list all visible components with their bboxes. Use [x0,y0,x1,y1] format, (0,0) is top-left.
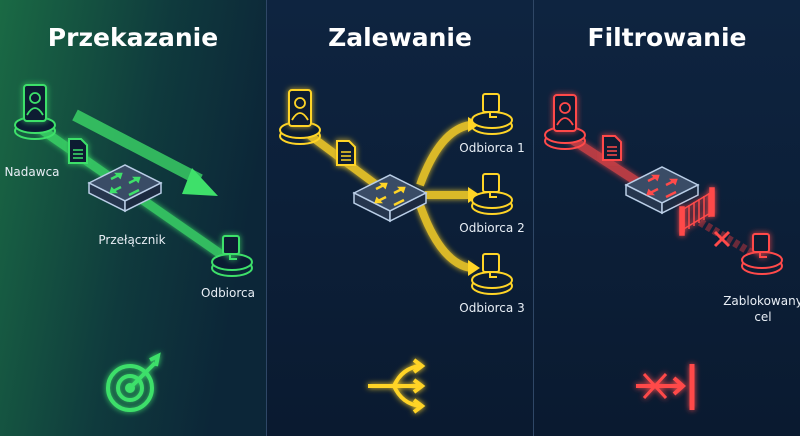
label-receiver-3: Odbiorca 3 [459,301,524,315]
split-arrow-icon [368,358,426,414]
panel-forwarding: Przekazanie Nadawca Przełącznik Odbiorca [4,23,255,412]
label-receiver-2: Odbiorca 2 [459,221,524,235]
blocked-x-icon [713,230,731,248]
document-icon [336,140,356,166]
blocked-link [697,218,758,259]
blocked-arrow-icon [636,364,695,410]
document-icon [602,135,622,161]
panel-title: Zalewanie [328,23,472,52]
sender-icon [23,84,47,122]
document-icon [68,138,88,164]
target-icon [106,352,161,412]
label-receiver-1: Odbiorca 1 [459,141,524,155]
panel-title: Przekazanie [48,23,218,52]
forwarding-panel-bg [0,0,266,436]
panel-filtering: Filtrowanie Zablokowany cel [544,23,800,410]
label-receiver: Odbiorca [201,286,255,300]
sender-icon [288,89,312,127]
panel-flooding: Zalewanie Odbiorca 1 Odbiorca 2 Odbiorca… [279,23,525,414]
label-blocked-line1: Zablokowany [723,294,800,308]
label-switch: Przełącznik [98,233,165,247]
label-blocked-line2: cel [754,310,771,324]
panel-title: Filtrowanie [588,23,747,52]
label-sender: Nadawca [4,165,59,179]
sender-icon [553,94,577,132]
direction-arrowhead [182,168,218,196]
direction-arrow [72,109,203,186]
gate-icon [679,187,715,236]
